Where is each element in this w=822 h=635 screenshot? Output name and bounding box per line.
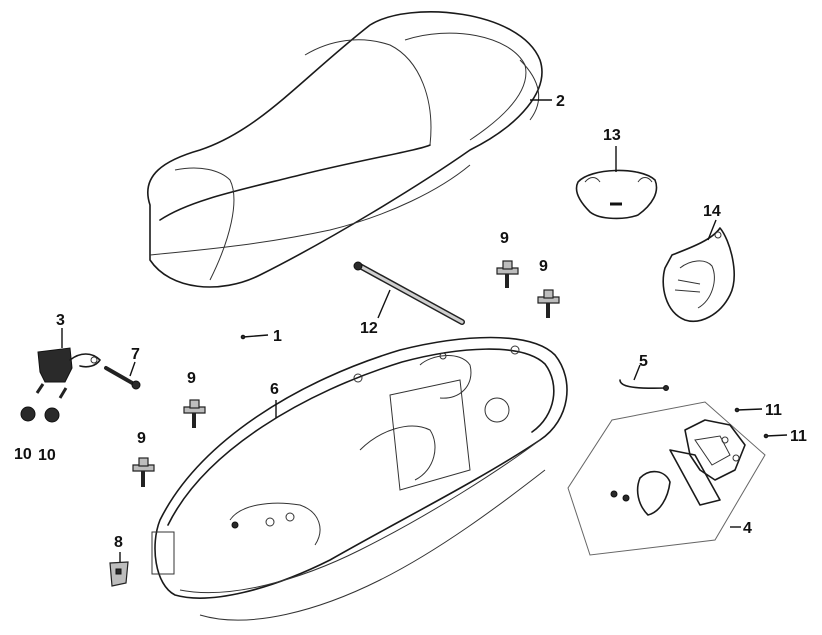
leader-14: [707, 219, 717, 241]
callout-10-b: 10: [38, 447, 56, 464]
bolt-part: [183, 399, 206, 428]
leader-12: [377, 289, 391, 319]
leader-1: [242, 334, 269, 338]
seat-part: [147, 11, 543, 288]
callout-14: 14: [703, 203, 721, 220]
storage-box-part: [151, 336, 568, 621]
callout-10-a: 10: [14, 446, 32, 463]
lock-assembly-group: [567, 401, 766, 556]
bolt-part: [496, 260, 519, 288]
screw-part: [104, 366, 141, 390]
callout-8: 8: [114, 534, 123, 551]
bolt-part: [537, 289, 560, 318]
leader-5: [633, 364, 641, 381]
cover-part: [575, 169, 658, 220]
callout-12: 12: [360, 320, 378, 337]
callout-13: 13: [603, 127, 621, 144]
callout-11-a: 11: [765, 402, 782, 419]
callout-9-b: 9: [539, 258, 548, 275]
nut-part: [20, 406, 36, 422]
callout-9-a: 9: [500, 230, 509, 247]
callout-7: 7: [131, 346, 140, 363]
cable-part: [619, 379, 669, 391]
callout-4: 4: [743, 520, 752, 537]
clip-part: [109, 561, 129, 587]
callout-5: 5: [639, 353, 648, 370]
callout-9-d: 9: [137, 430, 146, 447]
leader-11-b: [765, 434, 788, 437]
hook-bracket-part: [662, 227, 735, 322]
nut-part: [44, 407, 60, 423]
leader-11-a: [736, 408, 763, 411]
callout-11-b: 11: [790, 428, 807, 445]
bolt-part: [132, 457, 155, 487]
callout-2: 2: [556, 93, 565, 110]
callout-9-c: 9: [187, 370, 196, 387]
latch-part: [35, 347, 101, 399]
leader-7: [129, 361, 136, 377]
callout-1: 1: [273, 328, 282, 345]
callout-3: 3: [56, 312, 65, 329]
callout-6: 6: [270, 381, 279, 398]
rod-part: [353, 261, 465, 325]
